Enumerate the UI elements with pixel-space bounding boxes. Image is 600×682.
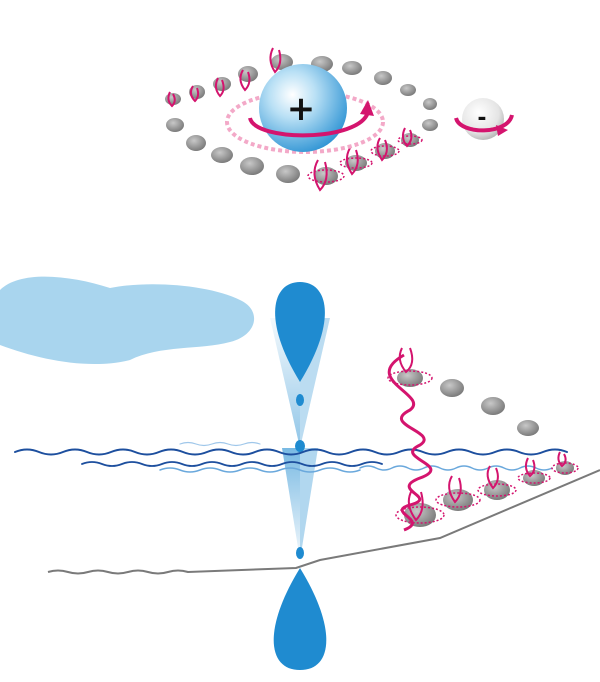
spin-arrow-icon xyxy=(524,457,536,478)
gray-particle xyxy=(189,85,205,99)
gray-particle xyxy=(423,98,437,110)
lower-diagram xyxy=(0,276,600,670)
small-drop xyxy=(296,547,304,559)
gray-particle xyxy=(186,135,206,151)
nucleus-charge-label: + xyxy=(287,89,316,129)
spin-arrow-icon xyxy=(398,347,414,374)
lower-drop xyxy=(273,568,327,670)
gray-particle xyxy=(166,118,184,132)
gray-particle xyxy=(374,71,392,85)
surface-drop xyxy=(295,440,305,452)
spin-arrow-icon xyxy=(189,85,200,103)
spin-arrow-icon xyxy=(486,465,499,490)
vapor-spin-arrows xyxy=(398,347,567,522)
electron-spin-arrowhead-icon xyxy=(496,125,508,136)
spin-arrow-icon xyxy=(557,451,567,468)
gray-particle xyxy=(397,369,423,387)
spin-arrow-icon xyxy=(167,91,176,108)
spin-orbits xyxy=(307,135,423,183)
gray-particle xyxy=(211,147,233,163)
cloud xyxy=(0,276,255,365)
gray-particle xyxy=(440,379,464,397)
spin-arrow-icon xyxy=(313,159,328,192)
water-surface xyxy=(14,441,568,473)
gray-particle xyxy=(342,61,362,75)
small-drop xyxy=(296,394,304,406)
gray-particle xyxy=(240,157,264,175)
ground-line xyxy=(47,469,600,575)
upper-drop xyxy=(275,282,325,382)
electron-spin-arrow-icon xyxy=(454,114,514,133)
gray-particle xyxy=(276,165,300,183)
spin-arrow-icon xyxy=(239,69,251,92)
nucleus-spin-arrow-icon xyxy=(248,111,370,138)
spin-arrow-icon xyxy=(407,489,424,522)
gray-particle xyxy=(271,54,293,70)
nucleus-diagram: + - xyxy=(165,47,514,192)
spin-arrow-icon xyxy=(269,47,282,74)
gray-particle xyxy=(481,397,505,415)
spin-arrow-icon xyxy=(214,77,225,98)
spin-arrow-icon xyxy=(448,475,462,504)
gray-particle xyxy=(517,420,539,436)
lower-beam-right xyxy=(300,448,318,560)
gray-particle xyxy=(422,119,438,131)
electron-charge-label: - xyxy=(477,106,486,131)
spin-arrow-icon xyxy=(401,127,413,148)
spin-arrow-icon xyxy=(346,147,359,176)
gray-particle xyxy=(400,84,416,96)
nucleus-sphere xyxy=(259,64,347,152)
lower-beam xyxy=(282,448,300,560)
vapor-spin-orbits xyxy=(387,370,579,524)
nucleus-spin-arrowhead-icon xyxy=(360,100,374,116)
